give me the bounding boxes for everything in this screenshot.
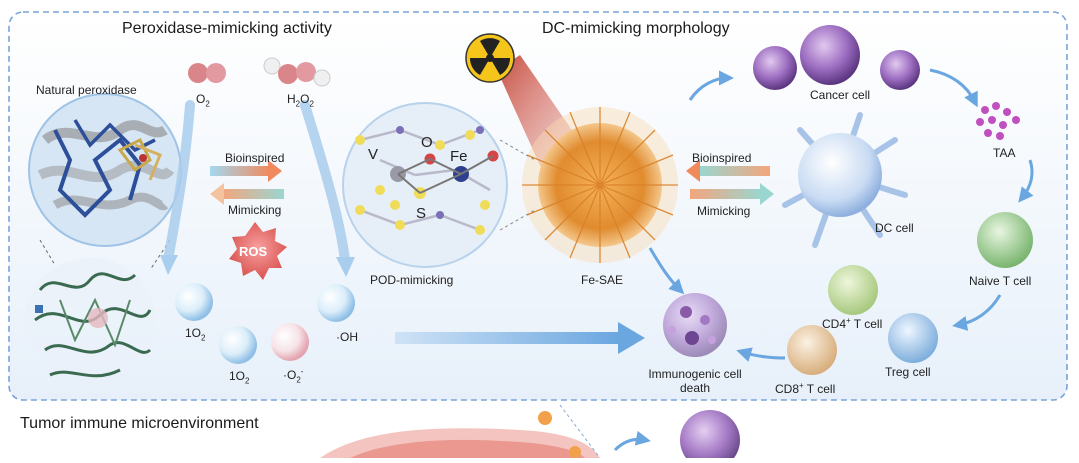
pod-lattice [355, 126, 499, 235]
ros-label: ROS [239, 244, 268, 259]
ros-to-icd-arrow [395, 332, 620, 344]
naive-t-cell [977, 212, 1033, 268]
singlet-oxygen-label-a: 1O2 [185, 326, 206, 343]
atom-o-label: O [421, 134, 433, 151]
cd4-t-cell [828, 265, 878, 315]
radiation-hazard-icon [465, 33, 515, 83]
cd8-t-cell [787, 325, 837, 375]
fe-sae-particle-small [538, 411, 552, 425]
atom-v-label: V [368, 146, 379, 163]
mimicking-label-left: Mimicking [228, 203, 282, 217]
superoxide-label: ·O2- [283, 367, 304, 385]
singlet-oxygen-bubble-b [219, 326, 257, 364]
treg-cell-label: Treg cell [885, 365, 931, 379]
atom-s-label: S [416, 205, 427, 222]
mimicking-arrow-left [222, 189, 284, 199]
bioinspired-label-right: Bioinspired [692, 151, 752, 165]
bioinspired-arrow-right [700, 166, 770, 176]
dc-section-title: DC-mimicking morphology [542, 20, 730, 37]
o2-label: O2 [196, 92, 210, 109]
cd8-t-cell-label: CD8+ T cell [775, 381, 836, 396]
peroxidase-structure [37, 119, 175, 218]
tumor-section-title: Tumor immune microenvironment [20, 415, 259, 432]
superoxide-bubble [271, 323, 309, 361]
treg-cell [888, 313, 938, 363]
cancer-cells [753, 25, 920, 90]
cd4-t-cell-label: CD4+ T cell [822, 316, 883, 331]
h2o2-label: H2O2 [287, 92, 314, 109]
tumor-cancer-cell [680, 410, 740, 463]
bioinspired-label-left: Bioinspired [225, 151, 285, 165]
o2-molecule [188, 63, 226, 83]
h2o2-molecule [263, 57, 331, 87]
atom-fe-label: Fe [450, 148, 468, 165]
ros-burst-icon [229, 222, 287, 280]
protein-ribbon-structure [25, 258, 155, 378]
hydroxyl-bubble [317, 284, 355, 322]
taa-particles [976, 102, 1020, 140]
pod-mimicking-label: POD-mimicking [370, 273, 454, 287]
taa-label: TAA [993, 146, 1016, 160]
fe-sae-particle [522, 107, 678, 263]
singlet-oxygen-bubble-a [175, 283, 213, 321]
mimicking-label-right: Mimicking [697, 204, 751, 218]
mimicking-arrow-right [690, 189, 762, 199]
dc-cell [782, 112, 908, 248]
top-panel-frame [8, 11, 1068, 401]
cancer-cell-label: Cancer cell [810, 88, 871, 102]
singlet-oxygen-label-b: 1O2 [229, 369, 250, 386]
immunogenic-cell-death [663, 293, 727, 357]
naive-t-cell-label: Naive T cell [969, 274, 1032, 288]
fe-sae-label: Fe-SAE [581, 273, 624, 287]
hydroxyl-label: ·OH [336, 330, 358, 344]
peroxidase-section-title: Peroxidase-mimicking activity [122, 20, 332, 37]
bioinspired-arrow-left [210, 166, 270, 176]
dc-cell-label: DC cell [875, 221, 914, 235]
natural-peroxidase-label: Natural peroxidase [36, 83, 137, 97]
